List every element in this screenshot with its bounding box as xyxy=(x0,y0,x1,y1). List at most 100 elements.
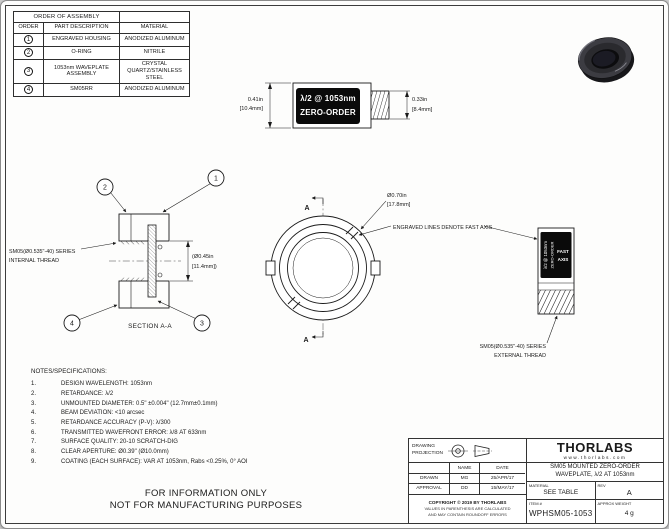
section-arrow-top: A xyxy=(304,196,324,212)
note-item: 5. RETARDANCE ACCURACY (P-V): λ/300 xyxy=(31,420,171,426)
dim-height: 0.41in [10.4mm] xyxy=(240,82,291,129)
balloon-2: 2 xyxy=(96,178,127,213)
approval-corner-cell xyxy=(409,463,449,473)
side-engraving-band xyxy=(540,232,572,278)
side-engraving-line2: ZERO-ORDER xyxy=(550,241,555,268)
svg-text:4: 4 xyxy=(70,321,74,328)
drawn-label: DRAWN xyxy=(409,473,449,483)
brand-cell: THORLABS www.thorlabs.com xyxy=(527,439,663,463)
assembly-table-title: ORDER OF ASSEMBLY xyxy=(13,11,120,23)
rev-label: REV xyxy=(597,483,606,488)
projection-label-line1: DRAWING xyxy=(412,444,436,450)
disclaimer-line1: VALUES IN PARENTHESIS ARE CALCULATED xyxy=(424,506,511,512)
section-label-top: A xyxy=(304,205,309,212)
material-cell: NITRILE xyxy=(119,45,190,60)
disclaimer-line2: AND MAY CONTAIN ROUNDOFF ERRORS xyxy=(428,512,507,518)
note-item: 8. CLEAR APERTURE: Ø0.39" (Ø10.0mm) xyxy=(31,449,169,456)
external-thread-label-line1: SM05(Ø0.535"-40) SERIES xyxy=(480,344,547,350)
table-row: 1 ENGRAVED HOUSING ANODIZED ALUMINUM xyxy=(13,32,190,47)
drawing-title-line2: WAVEPLATE, λ/2 AT 1053nm xyxy=(555,472,635,478)
material-cell: ANODIZED ALUMINUM xyxy=(119,32,190,47)
section-title: SECTION A-A xyxy=(128,323,172,330)
section-arrow-bottom: A xyxy=(303,331,324,344)
approval-table: NAME DATE DRAWN MG 25/APR/17 APPROVAL DD… xyxy=(409,463,526,495)
title-block-right: THORLABS www.thorlabs.com SM05 MOUNTED Z… xyxy=(527,439,663,523)
order-badge-3: 3 xyxy=(24,66,33,76)
date-header: DATE xyxy=(479,463,525,474)
rev-cell: REV A xyxy=(594,482,664,499)
external-thread-callout: SM05(Ø0.535"-40) SERIES EXTERNAL THREAD xyxy=(480,315,558,359)
drawn-name: MG xyxy=(449,473,479,484)
drawing-title-line1: SM05 MOUNTED ZERO-ORDER xyxy=(550,464,640,471)
approval-date: 15/MAY/17 xyxy=(479,483,525,494)
material-cell: MATERIAL SEE TABLE xyxy=(527,482,595,499)
external-thread-hatch xyxy=(538,290,574,314)
weight-label: APPROX WEIGHT xyxy=(597,501,632,506)
engraving-text-line1: λ/2 @ 1053nm xyxy=(300,94,356,103)
section-top-wall xyxy=(118,213,170,242)
svg-text:3: 3 xyxy=(200,321,204,328)
front-ring-circle xyxy=(279,224,367,312)
notes-specifications: NOTES/SPECIFICATIONS: 1. DESIGN WAVELENG… xyxy=(31,368,361,468)
col-header-part: PART DESCRIPTION xyxy=(43,21,120,34)
part-3d-render xyxy=(577,37,635,83)
front-outer-circle xyxy=(270,215,376,321)
order-badge-4: 4 xyxy=(24,85,33,95)
svg-text:2: 2 xyxy=(103,185,107,192)
engraving-band xyxy=(296,88,360,124)
third-angle-projection-icon xyxy=(447,444,492,457)
table-row: 4 SM05RR ANODIZED ALUMINUM xyxy=(13,82,190,97)
order-badge-2: 2 xyxy=(24,48,33,58)
note-item: 3. UNMOUNTED DIAMETER: 0.5" ±0.004" (12.… xyxy=(31,400,218,407)
order-cell: 1 xyxy=(13,32,44,47)
dim-aperture: (Ø0.45in [11.4mm]) xyxy=(170,240,217,282)
material-row: MATERIAL SEE TABLE REV A xyxy=(527,482,663,500)
internal-thread-label-line2: INTERNAL THREAD xyxy=(9,258,59,264)
name-header: NAME xyxy=(449,463,479,474)
dim-height-mm: [10.4mm] xyxy=(240,106,264,112)
dim-outer-mm: [17.8mm] xyxy=(387,202,411,208)
dim-aperture-in: (Ø0.45in xyxy=(192,254,213,260)
rev-value: A xyxy=(626,487,632,497)
item-label: ITEM # xyxy=(529,501,542,506)
information-only-notice: FOR INFORMATION ONLY NOT FOR MANUFACTURI… xyxy=(56,488,356,512)
note-item: 7. SURFACE QUALITY: 20-10 SCRATCH-DIG xyxy=(31,439,178,446)
part-cell: SM05RR xyxy=(43,82,120,97)
weight-cell: APPROX WEIGHT 4 g xyxy=(594,500,664,523)
external-thread-label-line2: EXTERNAL THREAD xyxy=(494,353,546,359)
drawing-title-cell: SM05 MOUNTED ZERO-ORDER WAVEPLATE, λ/2 A… xyxy=(527,463,663,482)
side-engraving-line1: λ/2 @ 1053nm xyxy=(543,241,548,269)
table-row: 3 1053nm WAVEPLATE ASSEMBLY CRYSTAL QUAR… xyxy=(13,58,190,84)
spanner-slot-left xyxy=(265,260,276,276)
approval-label: APPROVAL xyxy=(409,483,449,493)
dim-thread-in: 0.33in xyxy=(412,97,427,103)
material-cell: ANODIZED ALUMINUM xyxy=(119,82,190,97)
assembly-title-row: ORDER OF ASSEMBLY xyxy=(13,11,190,23)
part-cell: ENGRAVED HOUSING xyxy=(43,32,120,47)
item-value: WPHSM05-1053 xyxy=(528,508,593,518)
dim-outer-in: Ø0.70in xyxy=(387,193,407,199)
notes-title: NOTES/SPECIFICATIONS: xyxy=(31,368,107,375)
front-aperture-circle xyxy=(292,237,354,299)
spanner-slot-right xyxy=(370,260,381,276)
note-item: 1. DESIGN WAVELENGTH: 1053nm xyxy=(31,381,153,388)
copyright-text: COPYRIGHT © 2019 BY THORLABS xyxy=(428,500,507,506)
material-cell: CRYSTAL QUARTZ/STAINLESS STEEL xyxy=(119,58,190,84)
item-row: ITEM # WPHSM05-1053 APPROX WEIGHT 4 g xyxy=(527,500,663,523)
part-cell: 1053nm WAVEPLATE ASSEMBLY xyxy=(43,58,120,84)
side-view: λ/2 @ 1053nm ZERO-ORDER FAST AXIS SM05(Ø… xyxy=(480,227,575,359)
note-item: 4. BEAM DEVIATION: <10 arcsec xyxy=(31,410,145,417)
thorlabs-website: www.thorlabs.com xyxy=(563,455,627,461)
assembly-title-corner xyxy=(119,11,190,23)
fast-axis-note: ENGRAVED LINES DENOTE FAST AXIS xyxy=(358,225,538,240)
projection-label: DRAWING PROJECTION xyxy=(412,444,443,456)
fast-axis-note-text: ENGRAVED LINES DENOTE FAST AXIS xyxy=(393,225,493,231)
notice-line2: NOT FOR MANUFACTURING PURPOSES xyxy=(109,499,303,511)
notice-line1: FOR INFORMATION ONLY xyxy=(144,488,268,499)
dim-aperture-mm: [11.4mm]) xyxy=(192,264,217,270)
section-label-bottom: A xyxy=(303,337,308,344)
copyright-cell: COPYRIGHT © 2019 BY THORLABS VALUES IN P… xyxy=(409,495,526,523)
title-block: DRAWING PROJECTION NAME DATE DRAWN MG 25… xyxy=(408,438,664,524)
